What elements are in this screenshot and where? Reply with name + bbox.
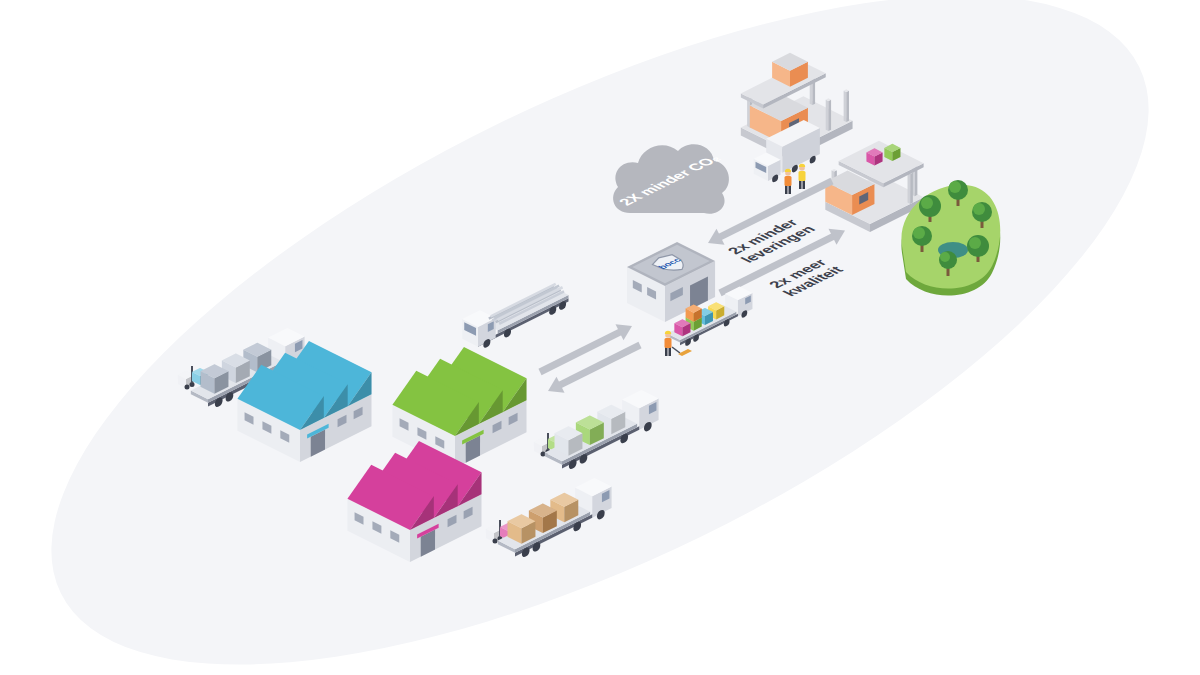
flatbed-truck	[498, 478, 612, 559]
pipe-truck	[462, 287, 568, 349]
flatbed-truck	[498, 478, 612, 559]
park-area	[948, 180, 968, 200]
box-truck	[754, 153, 781, 166]
park-area	[912, 226, 932, 246]
park-area	[973, 203, 985, 215]
hub-building	[627, 242, 715, 286]
box-truck	[792, 164, 798, 174]
park-area	[948, 180, 968, 206]
park-area	[901, 180, 1000, 296]
hub-building	[649, 253, 692, 274]
pipe-truck	[494, 286, 559, 318]
worker-with-pallet-jack	[665, 331, 672, 356]
construction-building	[772, 53, 808, 71]
flatbed-truck	[545, 390, 659, 471]
factory-building	[392, 347, 526, 468]
delivery-truck	[667, 286, 752, 346]
co2-cloud: 2X minder CO₂	[606, 133, 734, 225]
park-area	[949, 181, 961, 193]
construction-building	[884, 144, 900, 161]
box-truck	[810, 155, 816, 165]
park-area	[967, 235, 989, 262]
park-area	[972, 202, 992, 228]
pipe-truck	[498, 287, 563, 319]
hub-building	[633, 280, 642, 292]
flow-arrow	[829, 229, 846, 245]
hub-building	[647, 287, 656, 299]
pipe-truck	[491, 284, 556, 316]
delivery-truck	[686, 305, 702, 322]
park-area	[940, 252, 950, 262]
park-area	[912, 226, 932, 252]
park-area	[969, 237, 981, 249]
flow-arrow	[540, 331, 621, 372]
hub-building	[632, 245, 709, 284]
park-area	[913, 227, 925, 239]
park-area	[921, 197, 933, 209]
pipe-truck	[489, 286, 564, 324]
delivery-truck	[667, 286, 752, 346]
box-truck	[772, 174, 778, 184]
factory-building	[237, 341, 371, 462]
pipe-truck	[462, 284, 568, 349]
flow-arrow	[559, 345, 640, 386]
box-truck	[772, 155, 816, 184]
hub-building	[690, 277, 708, 310]
worker-with-pallet-jack	[665, 331, 693, 356]
flow-arrow	[548, 377, 565, 393]
construction-building	[826, 98, 831, 131]
park-area	[939, 251, 957, 276]
park-area	[967, 235, 989, 257]
worker-figure	[799, 164, 806, 189]
construction-building	[844, 89, 849, 122]
hub-building	[627, 242, 715, 286]
worker-with-pallet-jack	[678, 349, 692, 356]
factory-building	[347, 441, 481, 562]
hub-building	[670, 287, 683, 301]
construction-building	[859, 192, 868, 204]
park-area	[939, 251, 957, 269]
park-area	[919, 195, 941, 217]
flatbed-truck	[201, 364, 229, 394]
box-truck	[766, 120, 820, 147]
flatbed-truck	[555, 426, 583, 456]
flow-arrow	[540, 324, 632, 372]
construction-building	[839, 141, 924, 183]
worker-figure	[785, 169, 792, 194]
park-area	[919, 195, 941, 222]
flatbed-truck	[508, 514, 536, 544]
logo-text: bocc	[657, 257, 685, 271]
flow-arrow	[708, 229, 725, 245]
park-area	[901, 185, 1000, 289]
construction-building	[741, 62, 826, 104]
delivery-truck	[674, 319, 690, 336]
flow-arrow	[548, 345, 640, 393]
worker-with-pallet-jack	[672, 347, 680, 353]
flow-arrow	[616, 324, 633, 340]
construction-building	[908, 171, 913, 204]
pipe-truck	[491, 284, 563, 320]
flatbed-truck	[545, 390, 659, 471]
park-area	[972, 202, 992, 222]
construction-building	[866, 148, 882, 165]
